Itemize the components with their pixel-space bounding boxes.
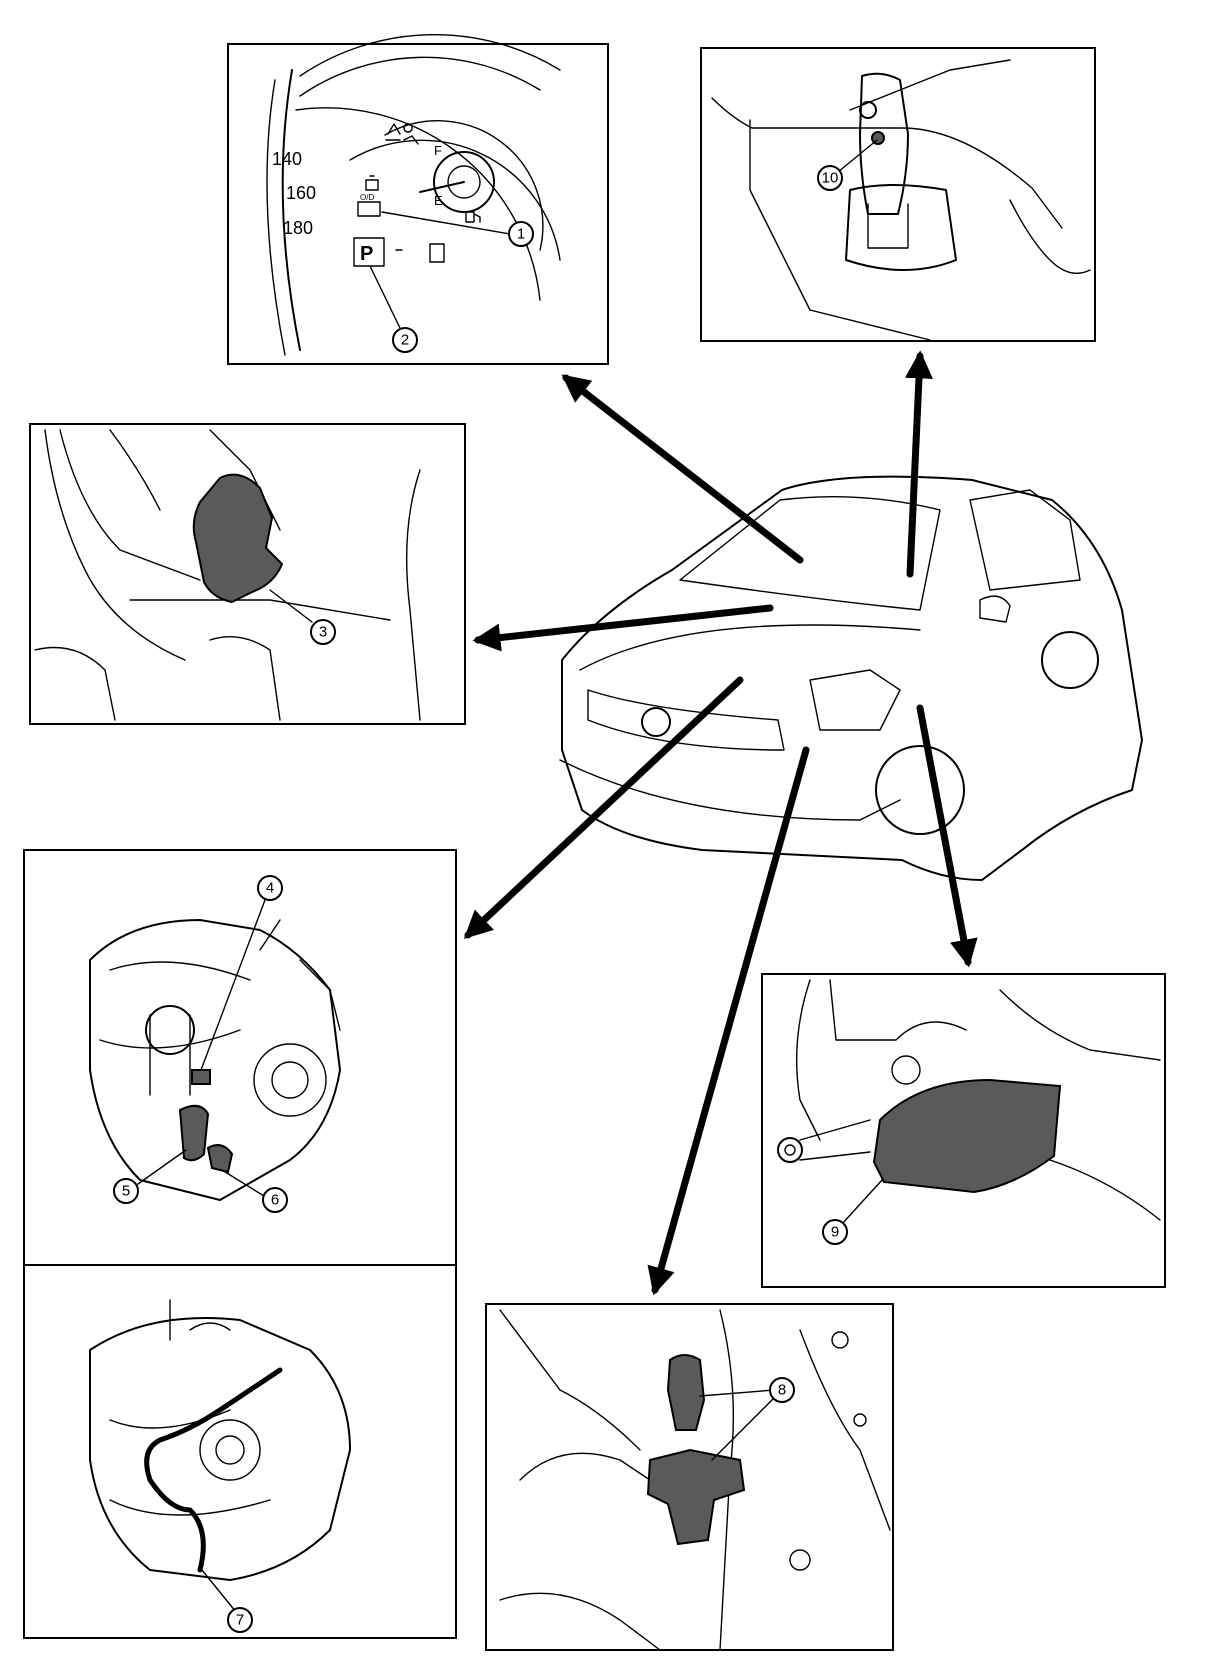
engine-warning-icon (365, 175, 379, 191)
vehicle-body-outline (561, 475, 1143, 881)
rear-wheel (1041, 631, 1099, 689)
seatbelt-warning-icon (385, 123, 401, 141)
selector-lever-knob (859, 72, 909, 215)
locator-arrows (463, 350, 978, 1296)
arrow-to-meter (561, 374, 804, 564)
headlamp (809, 669, 901, 731)
arrow-to-cvt-unit (463, 676, 744, 939)
sensor-part-5 (178, 1104, 210, 1162)
control-unit-part-9 (872, 1078, 1062, 1194)
windshield (679, 495, 941, 611)
arrow-to-accelerator-pedal (472, 604, 774, 652)
svg-text:5: 5 (122, 1183, 130, 1200)
speed-tick-180: 180 (283, 218, 313, 238)
side-mirror (979, 595, 1011, 623)
warning-lamps (365, 123, 419, 191)
fuel-pump-icon (465, 211, 481, 223)
arrow-to-control-unit (916, 704, 978, 968)
front-bumper (559, 759, 901, 821)
svg-text:2: 2 (401, 332, 409, 349)
selector-lever-panel: 10 (700, 47, 1096, 342)
sensor-part-4 (191, 1069, 211, 1085)
svg-text:7: 7 (236, 1612, 244, 1629)
hood-line (579, 624, 921, 671)
shift-position-display: P (353, 237, 445, 267)
selector-gate (845, 184, 957, 271)
fuel-gauge: F E (349, 120, 561, 261)
fuel-empty-label: E (434, 193, 443, 208)
front-wheel (875, 745, 965, 835)
svg-text:8: 8 (778, 1382, 786, 1399)
callout-3: 3 (310, 619, 336, 645)
callout-2: 2 (392, 327, 418, 353)
svg-text:6: 6 (271, 1192, 279, 1209)
callout-5: 5 (113, 1178, 139, 1204)
svg-text:1: 1 (517, 226, 525, 243)
sensor-8-panel: 8 (485, 1303, 894, 1651)
control-unit-panel: 9 (761, 973, 1166, 1288)
arrow-to-sensor-8 (647, 746, 810, 1296)
transaxle-housing-lower (89, 1317, 351, 1581)
arrow-to-selector-lever (904, 350, 933, 578)
callout-8: 8 (769, 1377, 795, 1403)
svg-text:9: 9 (831, 1224, 839, 1241)
sensor-part-6 (206, 1144, 234, 1174)
gear-indicator: P (360, 243, 373, 265)
od-off-indicator: O/D (357, 193, 381, 217)
side-window (969, 489, 1081, 591)
svg-text:10: 10 (822, 170, 839, 187)
airbag-warning-icon (403, 123, 419, 145)
speed-tick-140: 140 (272, 149, 302, 169)
callout-10: 10 (817, 165, 843, 191)
callout-1: 1 (508, 221, 534, 247)
transaxle-housing (89, 919, 341, 1201)
od-off-label: O/D (360, 193, 374, 202)
accelerator-pedal-panel: 3 (29, 423, 466, 725)
harness-part-7 (144, 1367, 283, 1573)
vehicle-illustration (559, 475, 1143, 881)
sensor-part-8-upper (666, 1354, 706, 1431)
combination-meter-panel: 140 160 180 F E O/D P (227, 34, 609, 365)
fuel-full-label: F (434, 143, 442, 158)
speed-tick-160: 160 (286, 183, 316, 203)
grille (587, 689, 785, 751)
callout-6: 6 (262, 1187, 288, 1213)
callout-9: 9 (822, 1219, 848, 1245)
svg-text:3: 3 (319, 624, 327, 641)
cvt-unit-panel-upper: 4 5 6 (23, 849, 457, 1266)
nissan-emblem (641, 707, 671, 737)
cvt-unit-panel-lower: 7 (23, 1264, 457, 1639)
callout-7: 7 (227, 1607, 253, 1633)
svg-text:4: 4 (266, 880, 274, 897)
accelerator-pedal-sensor (192, 473, 284, 604)
callout-4: 4 (257, 875, 283, 901)
sensor-part-8-lower (646, 1448, 746, 1546)
